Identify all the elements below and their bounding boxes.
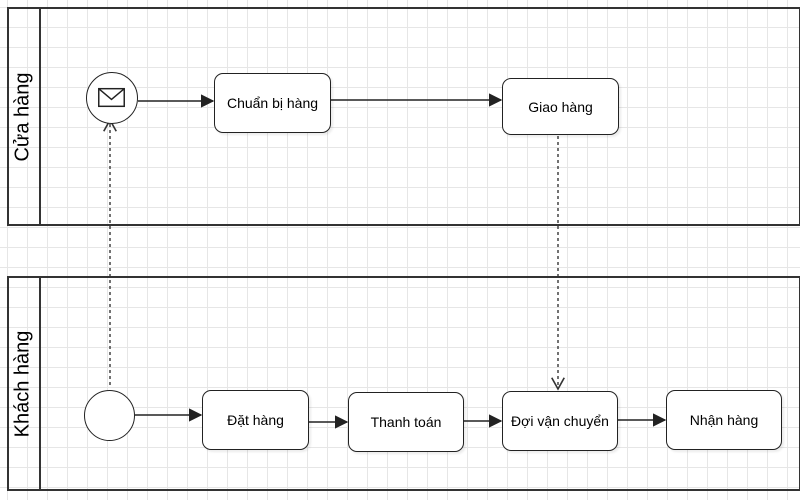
envelope-icon	[98, 87, 125, 108]
task-place-order[interactable]: Đặt hàng	[202, 390, 309, 450]
task-payment-label: Thanh toán	[370, 414, 442, 430]
task-deliver-goods[interactable]: Giao hàng	[502, 78, 619, 135]
task-payment[interactable]: Thanh toán	[348, 392, 464, 452]
task-prepare-goods[interactable]: Chuẩn bị hàng	[214, 73, 331, 133]
task-deliver-goods-label: Giao hàng	[528, 98, 593, 115]
task-receive-goods-label: Nhận hàng	[689, 412, 759, 428]
message-start-event[interactable]	[86, 72, 138, 124]
task-place-order-label: Đặt hàng	[227, 412, 284, 428]
task-wait-shipping-label: Đợi vận chuyển	[511, 413, 609, 429]
pool-customer[interactable]	[7, 276, 800, 491]
task-prepare-goods-label: Chuẩn bị hàng	[226, 95, 319, 111]
customer-start-event[interactable]	[84, 390, 135, 441]
pool-store-label: Cửa hàng	[11, 72, 34, 162]
pool-store-header	[9, 9, 41, 224]
task-receive-goods[interactable]: Nhận hàng	[666, 390, 782, 450]
pool-customer-header	[9, 278, 41, 489]
task-wait-shipping[interactable]: Đợi vận chuyển	[502, 391, 618, 451]
pool-customer-label: Khách hàng	[11, 330, 34, 438]
